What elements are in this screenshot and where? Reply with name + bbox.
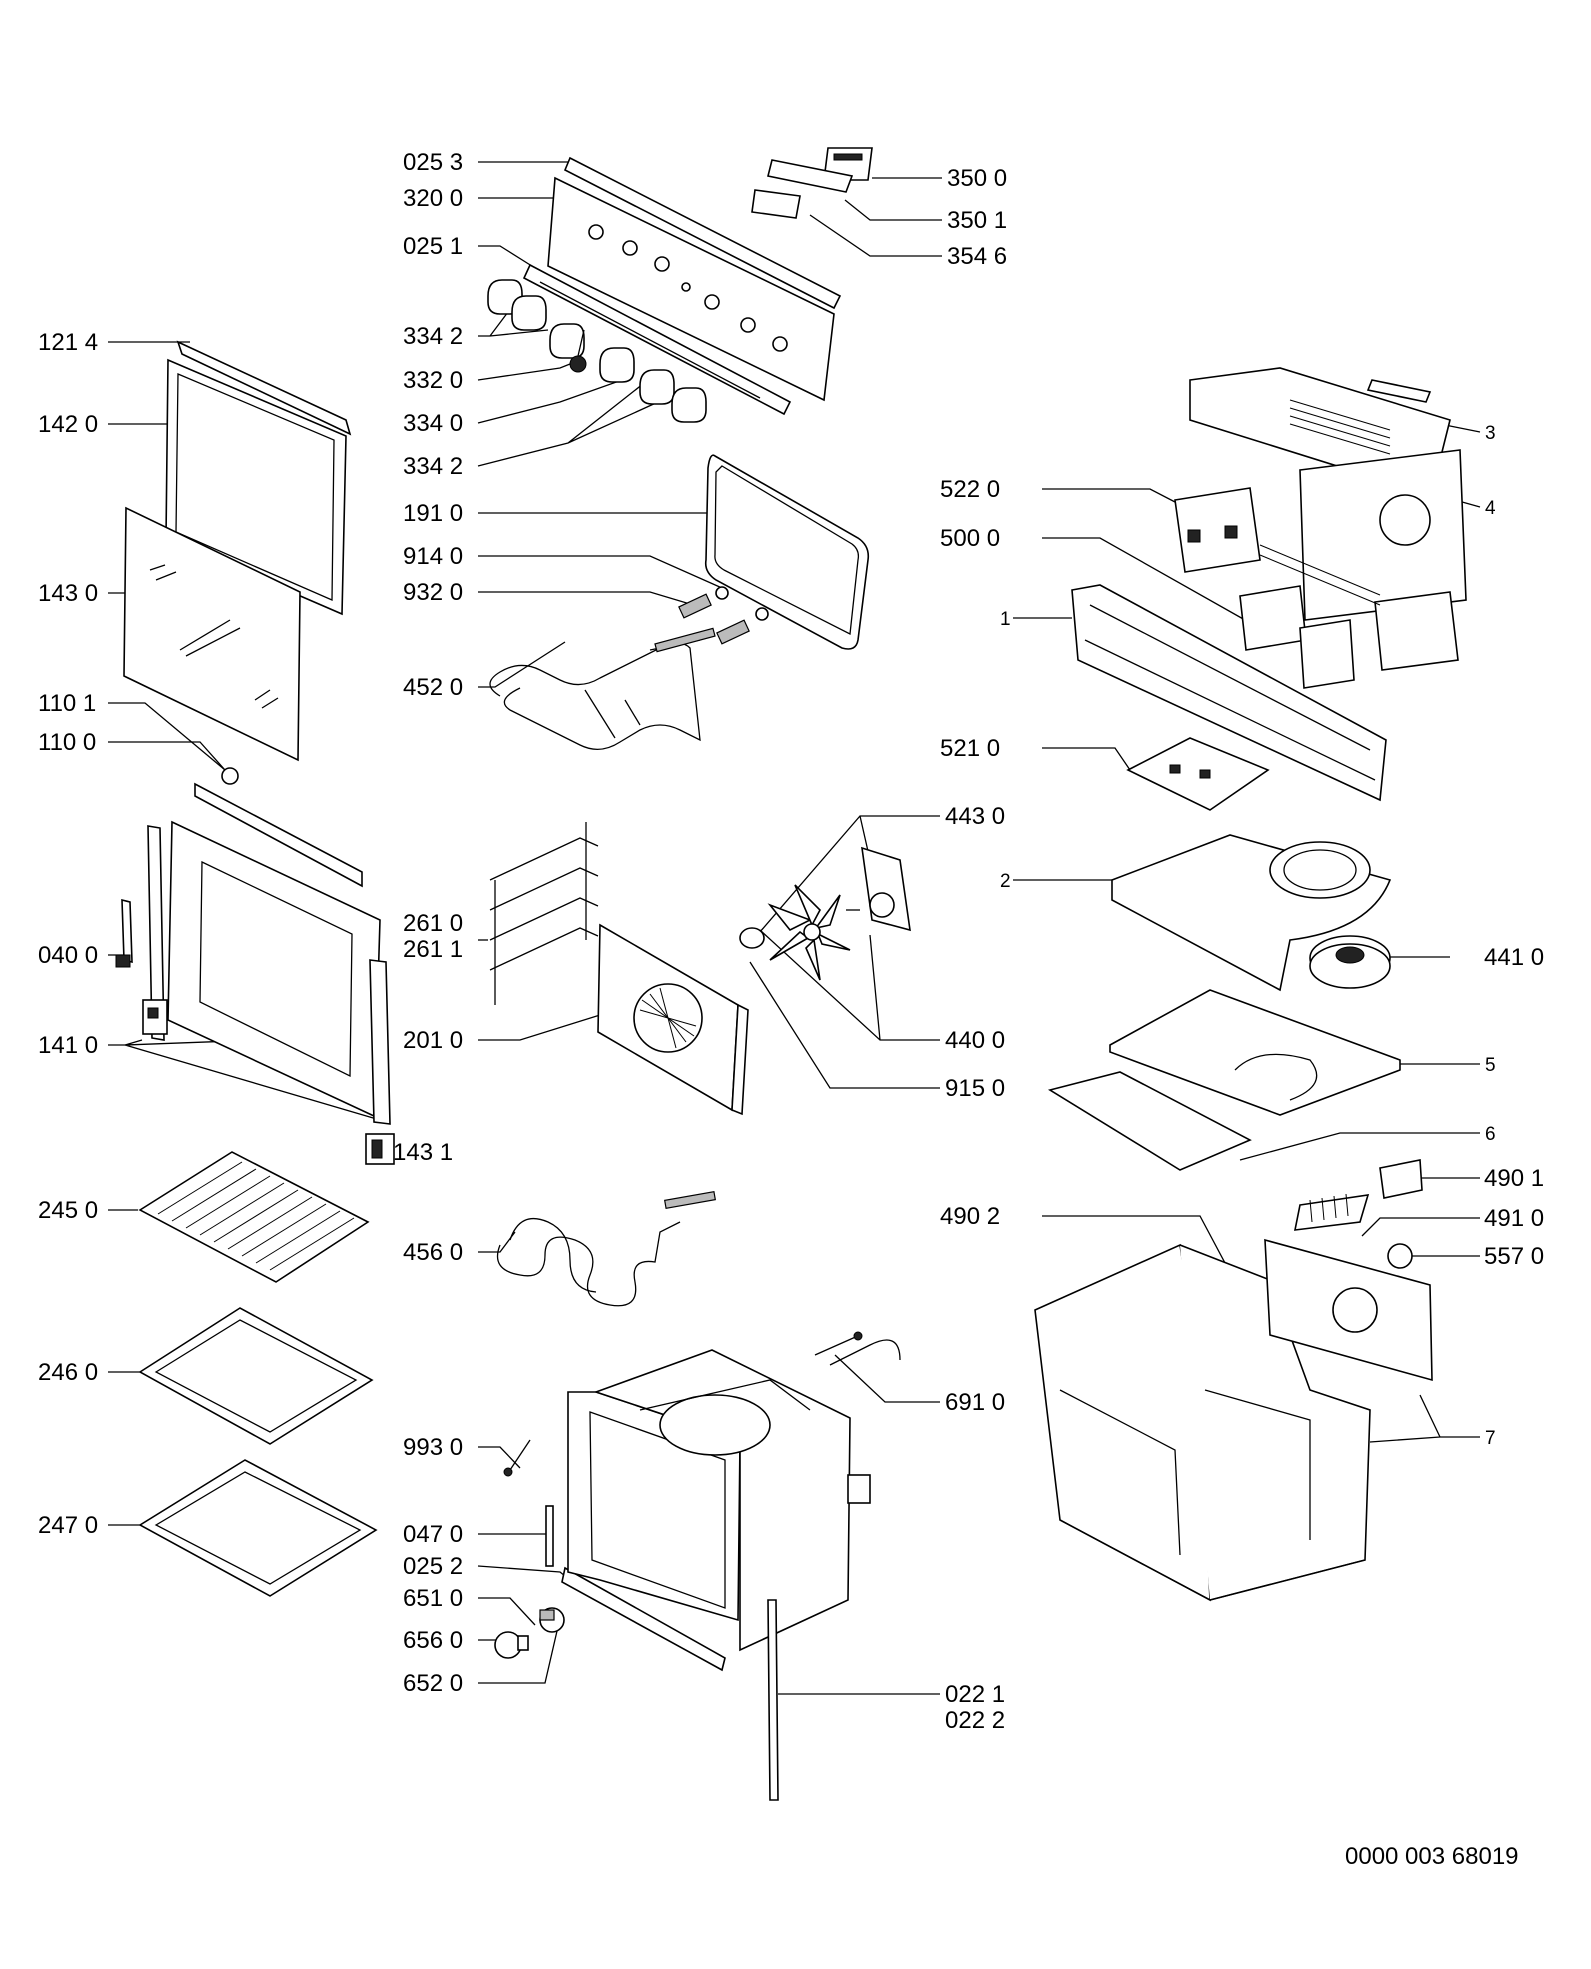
label-491-0: 491 0 [1484, 1205, 1544, 1232]
label-490-1: 490 1 [1484, 1165, 1544, 1192]
label-691-0: 691 0 [945, 1389, 1005, 1416]
label-334-0: 334 0 [403, 410, 463, 437]
label-440-0: 440 0 [945, 1027, 1005, 1054]
label-143-0: 143 0 [38, 580, 98, 607]
label-141-0: 141 0 [38, 1032, 98, 1059]
label-3: 3 [1485, 423, 1496, 444]
label-261-1: 261 1 [403, 936, 463, 963]
label-557-0: 557 0 [1484, 1243, 1544, 1270]
label-521-0: 521 0 [940, 735, 1000, 762]
label-5: 5 [1485, 1055, 1496, 1076]
part-drawings [115, 147, 1467, 1801]
label-143-1: 143 1 [393, 1139, 453, 1166]
label-456-0: 456 0 [403, 1239, 463, 1266]
label-247-0: 247 0 [38, 1512, 98, 1539]
label-025-3: 025 3 [403, 149, 463, 176]
label-245-0: 245 0 [38, 1197, 98, 1224]
label-246-0: 246 0 [38, 1359, 98, 1386]
label-047-0: 047 0 [403, 1521, 463, 1548]
label-191-0: 191 0 [403, 500, 463, 527]
label-110-0: 110 0 [38, 729, 96, 756]
label-993-0: 993 0 [403, 1434, 463, 1461]
label-500-0: 500 0 [940, 525, 1000, 552]
label-915-0: 915 0 [945, 1075, 1005, 1102]
label-6: 6 [1485, 1124, 1496, 1145]
label-142-0: 142 0 [38, 411, 98, 438]
leader-lines [108, 161, 1481, 1695]
label-334-2a: 334 2 [403, 323, 463, 350]
label-1: 1 [1000, 609, 1011, 630]
label-022-2: 022 2 [945, 1707, 1005, 1734]
label-7: 7 [1485, 1428, 1496, 1449]
label-652-0: 652 0 [403, 1670, 463, 1697]
document-code: 0000 003 68019 [1345, 1843, 1519, 1870]
label-025-1: 025 1 [403, 233, 463, 260]
label-490-2: 490 2 [940, 1203, 1000, 1230]
label-651-0: 651 0 [403, 1585, 463, 1612]
label-320-0: 320 0 [403, 185, 463, 212]
label-2: 2 [1000, 871, 1011, 892]
label-121-4: 121 4 [38, 329, 98, 356]
part-labels: 025 3 320 0 025 1 334 2 332 0 334 0 334 … [38, 149, 1544, 1870]
label-040-0: 040 0 [38, 942, 98, 969]
label-350-0: 350 0 [947, 165, 1007, 192]
label-022-1: 022 1 [945, 1681, 1005, 1708]
label-334-2b: 334 2 [403, 453, 463, 480]
label-914-0: 914 0 [403, 543, 463, 570]
label-110-1: 110 1 [38, 690, 96, 717]
label-4: 4 [1485, 498, 1496, 519]
label-932-0: 932 0 [403, 579, 463, 606]
label-522-0: 522 0 [940, 476, 1000, 503]
label-025-2: 025 2 [403, 1553, 463, 1580]
label-332-0: 332 0 [403, 367, 463, 394]
label-443-0: 443 0 [945, 803, 1005, 830]
label-350-1: 350 1 [947, 207, 1007, 234]
label-261-0: 261 0 [403, 910, 463, 937]
label-354-6: 354 6 [947, 243, 1007, 270]
label-201-0: 201 0 [403, 1027, 463, 1054]
label-656-0: 656 0 [403, 1627, 463, 1654]
label-452-0: 452 0 [403, 674, 463, 701]
label-441-0: 441 0 [1484, 944, 1544, 971]
